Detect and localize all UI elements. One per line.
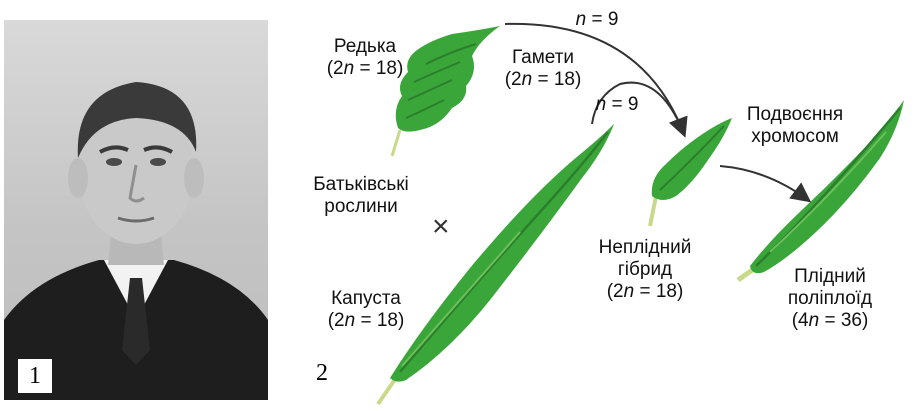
doubling-line1: Подвоєння [730,104,860,126]
doubling-line2: хромосом [730,126,860,148]
parent-plants-label: Батьківські рослини [296,174,426,218]
cabbage-pod [378,124,614,404]
doubling-label: Подвоєння хромосом [730,104,860,148]
parent-plants-line2: рослини [296,196,426,218]
fertile-polyploid-line1: Плідний [768,266,892,288]
fertile-polyploid-label: Плідний поліплоїд (4n = 36) [768,266,892,332]
sterile-hybrid-line2: гібрид [585,259,705,281]
sterile-hybrid-label: Неплідний гібрид (2n = 18) [585,237,705,303]
gamete-n-bottom: n = 9 [587,94,647,116]
sterile-hybrid-pod [650,118,732,226]
radish-name: Редька [313,36,417,58]
cross-symbol: × [432,210,450,243]
parent-plants-line1: Батьківські [296,174,426,196]
arrow-hybrid-to-polyploid [720,166,808,200]
figure-2-number: 2 [316,360,328,387]
fertile-polyploid-line2: поліплоїд [768,288,892,310]
sterile-hybrid-line1: Неплідний [585,237,705,259]
cabbage-label: Капуста (2n = 18) [312,288,420,332]
radish-label: Редька (2n = 18) [313,36,417,80]
gametes-ploidy: (2n = 18) [491,69,595,91]
gametes-label: Гамети (2n = 18) [491,47,595,91]
sterile-hybrid-ploidy: (2n = 18) [585,281,705,303]
gametes-name: Гамети [491,47,595,69]
gamete-n-top: n = 9 [567,9,627,31]
cabbage-ploidy: (2n = 18) [312,310,420,332]
fertile-polyploid-ploidy: (4n = 36) [768,310,892,332]
radish-ploidy: (2n = 18) [313,58,417,80]
cabbage-name: Капуста [312,288,420,310]
